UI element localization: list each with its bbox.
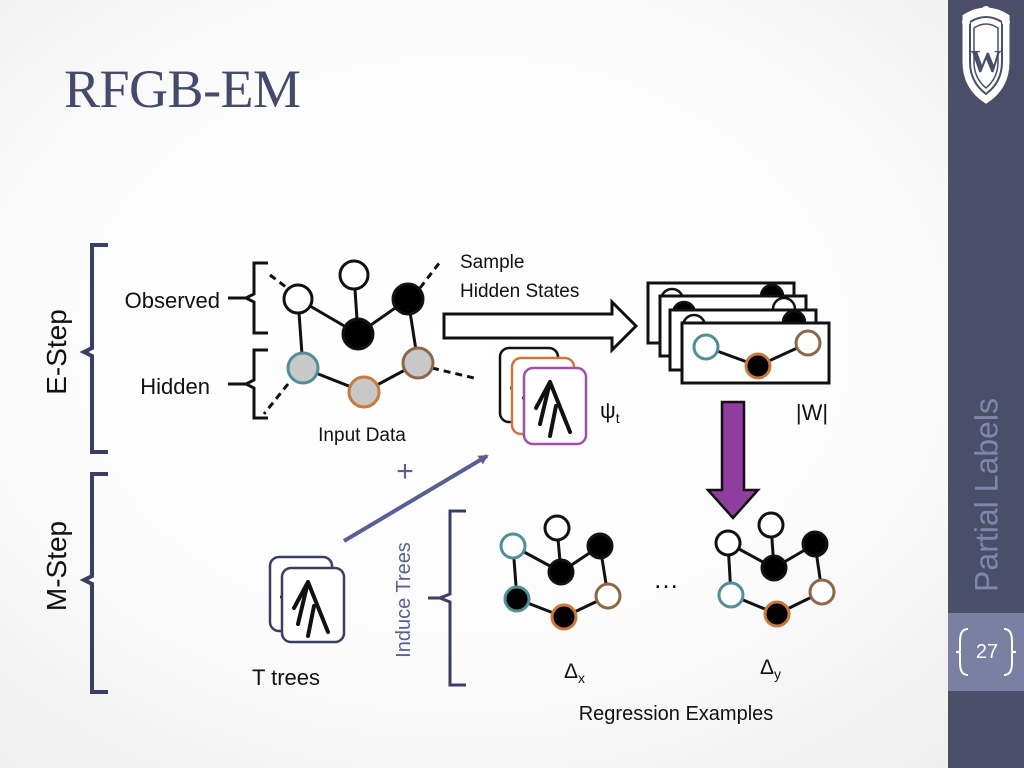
mstep-bracket (79, 472, 108, 694)
rfgb-em-diagram: E-Step M-Step Observed Hidden Input Data… (41, 243, 836, 725)
induce-arrow (342, 454, 489, 543)
page-number-brackets (955, 628, 1017, 676)
university-crest-logo: W (962, 6, 1010, 104)
observed-label: Observed (125, 288, 220, 313)
regression-bracket (428, 509, 466, 687)
mstep-label: M-Step (41, 521, 72, 611)
regression-example-x (499, 514, 622, 631)
section-label: Partial Labels (968, 398, 1005, 592)
crest-letter: W (970, 43, 1002, 79)
input-data-graph (262, 259, 475, 415)
observed-brace (228, 261, 268, 335)
delta-y-label: Δy (760, 656, 781, 682)
psi-tree-stack (498, 346, 588, 446)
estep-label: E-Step (41, 309, 72, 395)
sampled-worlds-stack (646, 281, 831, 385)
regression-examples-caption: Regression Examples (579, 703, 774, 725)
sample-caption-line1: Sample (460, 252, 524, 273)
sample-caption-line2: Hidden States (460, 281, 579, 302)
plus-sign: + (396, 455, 414, 488)
hidden-brace (228, 348, 268, 420)
psi-label: ψt (600, 398, 620, 426)
delta-x-label: Δx (564, 660, 585, 686)
weight-arrow (705, 400, 761, 520)
sample-arrow (442, 298, 639, 354)
input-data-caption: Input Data (318, 425, 406, 446)
ellipsis: … (653, 564, 679, 594)
estep-bracket (79, 243, 108, 454)
t-trees-label: T trees (252, 665, 320, 690)
page-number: 27 (975, 641, 999, 663)
regression-example-y (714, 511, 836, 628)
slide-title: RFGB-EM (64, 59, 301, 119)
hidden-label: Hidden (140, 374, 210, 399)
worlds-count-label: |W| (796, 400, 828, 425)
page-number-box (948, 613, 1024, 691)
t-trees-stack (268, 555, 346, 644)
induce-trees-label: Induce Trees (393, 542, 415, 658)
